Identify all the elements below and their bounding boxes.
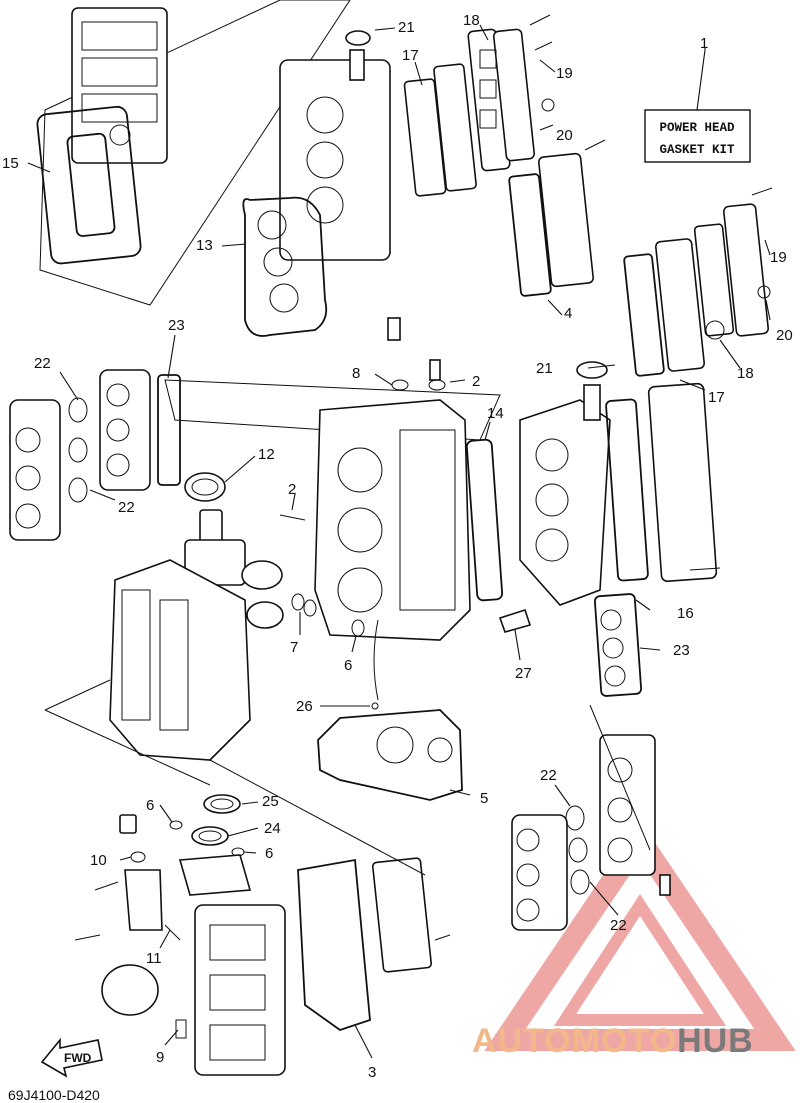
right-side-manifold-stack [508,139,773,377]
svg-text:AUTOMOTOHUB: AUTOMOTOHUB [472,1022,754,1060]
callout-4: 4 [564,305,572,322]
watermark-text: AUTOMOTOHUB [472,1022,754,1060]
crankcase-cover [44,559,251,786]
callout-12: 12 [258,446,275,463]
callout-6-right: 6 [265,845,273,862]
callout-2-upper: 2 [472,373,480,390]
callout-17-right: 17 [708,389,725,406]
callout-19-right: 19 [770,249,787,266]
callout-26: 26 [296,698,313,715]
cylinder-head-center [242,14,555,337]
callout-22-bottom-right: 22 [610,917,627,934]
callout-23-top: 23 [168,317,185,334]
callout-20-right: 20 [776,327,793,344]
fwd-arrow: FWD [40,1037,103,1078]
callout-2-lower: 2 [288,481,296,498]
callout-18-top: 18 [463,12,480,29]
callout-13: 13 [196,237,213,254]
kit-label-line2: GASKET KIT [659,143,735,157]
callout-6-mid: 6 [344,657,352,674]
callout-25: 25 [262,793,279,810]
cylinder-head-left-assembly [36,0,351,306]
callout-numbers: 1 21 18 17 19 20 15 13 4 19 20 21 18 17 … [2,12,793,1081]
callout-10: 10 [90,852,107,869]
callout-21-top: 21 [398,19,415,36]
intake-cluster-right [511,704,671,931]
callout-22-lower-right: 22 [540,767,557,784]
watermark-logo-mark [484,820,796,1051]
diagram-code: 69J4100-D420 [8,1087,100,1103]
callout-22-top-left: 22 [34,355,51,372]
callout-3: 3 [368,1064,376,1081]
power-head-gasket-kit-label: POWER HEAD GASKET KIT [644,49,751,163]
callout-20-top: 20 [556,127,573,144]
callout-24: 24 [264,820,281,837]
callout-14: 14 [487,405,504,422]
kit-label-line1: POWER HEAD [659,121,735,135]
callout-21-right: 21 [536,360,553,377]
callout-8: 8 [352,365,360,382]
leader-lines [27,24,771,1059]
lower-left-assembly [74,759,451,1076]
callout-15: 15 [2,155,19,172]
crankcase-block [164,317,532,710]
callout-1: 1 [700,35,708,52]
callout-6-left: 6 [146,797,154,814]
callout-7: 7 [290,639,298,656]
callout-18-right: 18 [737,365,754,382]
callout-9: 9 [156,1049,164,1066]
callout-17-top: 17 [402,47,419,64]
callout-19-top: 19 [556,65,573,82]
callout-16: 16 [677,605,694,622]
callout-27: 27 [515,665,532,682]
callout-23-right: 23 [673,642,690,659]
fwd-label: FWD [64,1051,92,1065]
intake-cluster-left [9,369,181,541]
base-gasket [317,709,463,801]
cylinder-head-right [519,361,721,697]
callout-22-left: 22 [118,499,135,516]
watermark-text-part2: HUB [677,1022,754,1060]
watermark-text-part1: AUTOMOTO [472,1022,677,1060]
callout-5: 5 [480,790,488,807]
callout-11: 11 [146,950,162,967]
